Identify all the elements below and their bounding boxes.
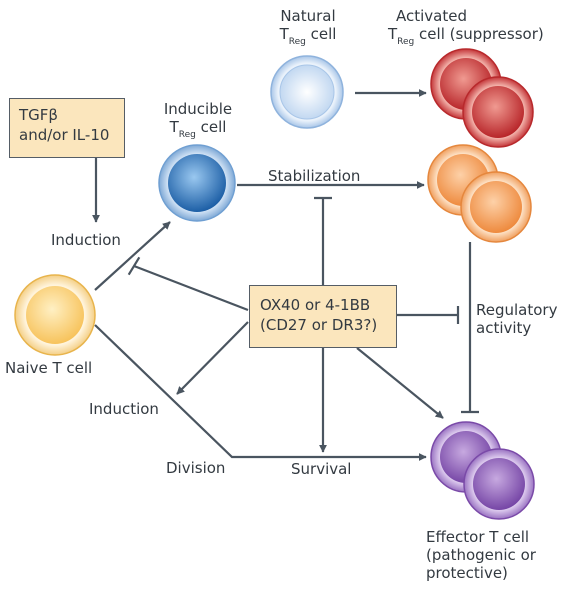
ox40-box: OX40 or 4-1BB (CD27 or DR3?) <box>249 285 397 348</box>
cd27-dr3-label: (CD27 or DR3?) <box>260 316 378 334</box>
inhibit-ox40-induction <box>133 264 249 312</box>
arrow-ox40-effector <box>356 347 444 419</box>
activated-treg-cell-icon <box>430 48 534 148</box>
division-label: Division <box>166 459 226 477</box>
naive-t-cell-icon <box>14 274 96 356</box>
tgfb-label: TGFβ <box>19 106 58 124</box>
natural-treg-label: Natural TReg cell <box>279 7 337 47</box>
effector-t-cell-label: Effector T cell (pathogenic or protectiv… <box>426 528 536 582</box>
arrow-naive-to-inducible <box>94 221 171 291</box>
arrow-naive-to-effector <box>94 324 427 461</box>
il10-label: and/or IL-10 <box>19 126 110 144</box>
arrow-ox40-induction <box>176 321 249 395</box>
stabilization-label: Stabilization <box>268 167 361 185</box>
activated-treg-label: Activated TReg cell (suppressor) <box>388 7 544 47</box>
tgfb-il10-box: TGFβ and/or IL-10 <box>9 98 125 158</box>
survival-label: Survival <box>291 460 352 478</box>
inhibit-ox40-induction-bar <box>127 256 141 276</box>
ox40-label: OX40 or 4-1BB <box>260 296 371 314</box>
induction-label-lower: Induction <box>89 400 159 418</box>
inducible-treg-cell-icon <box>158 144 236 222</box>
natural-treg-cell-icon <box>270 55 344 129</box>
stabilized-treg-cell-icon <box>427 144 532 243</box>
inducible-treg-label: Inducible TReg cell <box>163 100 233 140</box>
naive-t-cell-label: Naive T cell <box>5 359 93 377</box>
regulatory-activity-label: Regulatory activity <box>476 301 558 337</box>
induction-label-upper: Induction <box>51 231 121 249</box>
effector-t-cell-icon <box>430 421 535 520</box>
